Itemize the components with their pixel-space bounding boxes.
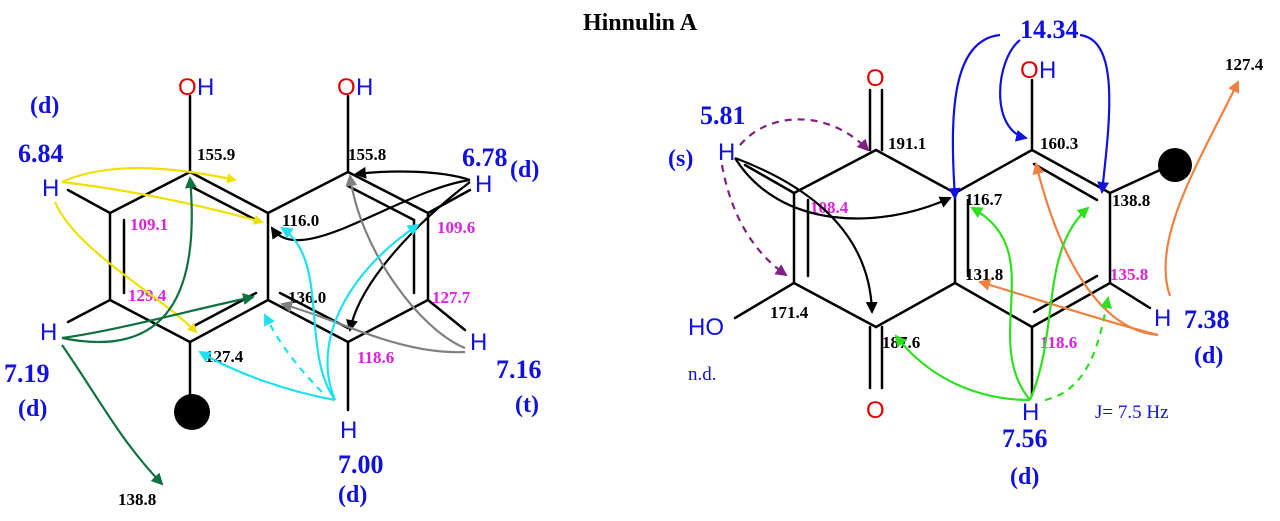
right-c13-108-4: 108.4 [810,198,849,217]
hmbc-arrow-581-to-187-6 [734,156,878,314]
hmbc-arrow-700-to-127-4 [198,350,336,402]
left-c13-118-6: 118.6 [357,348,394,367]
left-c13-136-0: 136.0 [288,288,326,307]
hmbc-arrow-719-to-136-0 [61,293,255,340]
hmbc-arrow-700-to-136-0-dashed [264,313,323,393]
left-oh1-hydrogen: H [197,74,214,101]
hmbc-arrow-1434-to-138-8 [1079,33,1111,194]
left-shift-719: 7.19 [4,359,50,388]
left-c13-127-4: 127.4 [205,347,244,366]
left-oh1-oxygen: O [178,74,197,101]
right-ho: HO [688,314,724,341]
left-shift-716: 7.16 [496,355,542,384]
hmbc-arrow-756-to-135-8-dashed [1044,296,1113,402]
hmbc-arrow-684-to-155-9 [61,167,237,184]
right-not-detected-note: n.d. [688,364,717,385]
right-h-738: H [1154,305,1171,332]
left-h-shifts: (d) 6.84 6.78 (d) 7.19 (d) 7.16 (t) 7.00… [4,93,542,508]
left-structure: O H O H H H H H H 155.9 155.8 116.0 136.… [4,74,542,509]
right-coupling-constant: J= 7.5 Hz [1095,402,1169,423]
right-c13-131-8: 131.8 [965,265,1003,284]
right-h-581: H [718,139,735,166]
hmbc-arrow-581-to-171-4 [720,164,788,277]
left-mult-700: (d) [338,482,367,508]
hmbc-arrow-700-to-116-0 [280,226,336,401]
right-c13-191-1: 191.1 [888,134,926,153]
left-h-678: H [475,171,492,198]
hmbc-arrow-756-to-138-8 [1028,206,1090,401]
right-c13-116-7: 116.7 [965,190,1003,209]
right-oh-hydrogen: H [1039,57,1056,84]
left-oh2-oxygen: O [337,74,356,101]
right-mult-756: (d) [1010,464,1039,490]
figure-title: Hinnulin A [583,10,698,36]
left-oh2-hydrogen: H [356,74,373,101]
hmbc-arrow-719-to-155-9 [61,176,197,344]
left-h-719: H [40,319,57,346]
hmbc-arrow-581-to-191-1 [739,118,870,152]
right-c13-118-6: 118.6 [1040,333,1077,352]
right-shift-581: 5.81 [700,101,746,130]
hmbc-arrow-700-to-109-6 [326,223,420,401]
right-c13-138-8: 138.8 [1112,191,1150,210]
right-h-756: H [1022,399,1039,426]
left-h-700: H [340,417,357,444]
hmbc-arrow-678-to-155-8 [354,166,471,182]
left-c13-138-8: 138.8 [118,490,156,509]
hmbc-arrow-716-to-155-8 [345,174,466,350]
right-shift-756: 7.56 [1002,424,1048,453]
hmbc-arrow-738-to-127-4 [1164,80,1240,297]
right-o1: O [866,65,885,92]
left-c13-155-8: 155.8 [348,145,386,164]
right-bonds [733,78,1192,397]
hmbc-arrow-719-to-138-8 [61,344,164,486]
methyl-dot [174,394,210,430]
hmbc-arrow-738-to-131-8 [978,279,1159,337]
hmbc-arrow-738-to-160-3 [1032,162,1159,337]
right-shift-1434: 14.34 [1020,15,1079,44]
hmbc-arrow-684-to-116-0 [61,180,264,225]
right-h-shifts: 5.81 (s) 14.34 7.38 (d) 7.56 (d) n.d. J=… [668,15,1230,490]
right-hmbc-arrows [720,33,1240,402]
left-shift-678: 6.78 [462,143,508,172]
left-c13-109-1: 109.1 [130,215,168,234]
left-mult-719: (d) [18,396,47,422]
left-h-716: H [470,329,487,356]
hmbc-arrow-756-to-187-6 [894,334,1031,402]
left-atom-labels: O H O H H H H H H [40,74,492,444]
right-methyl-dot [1158,148,1192,182]
right-shift-738: 7.38 [1184,305,1230,334]
left-c13-127-7: 127.7 [432,288,471,307]
right-atom-labels: O O O H HO H H H [688,57,1171,426]
left-shift-684: 6.84 [18,139,64,168]
hmbc-arrow-1434-to-116-7 [948,33,1001,200]
right-c13-171-4: 171.4 [770,303,809,322]
hmbc-arrow-1434-to-160-3 [999,39,1028,142]
left-c13-155-9: 155.9 [197,145,235,164]
hmbc-arrow-678-to-118-6 [346,181,471,332]
right-c13-127-4: 127.4 [1225,55,1264,74]
left-mult-716: (t) [515,392,539,418]
left-mult-684: (d) [30,93,59,119]
right-mult-581: (s) [668,146,693,172]
left-mult-678: (d) [510,157,539,183]
left-shift-700: 7.00 [338,450,384,479]
hmbc-arrow-684-to-127-4 [53,201,198,334]
left-hmbc-arrows [53,166,471,486]
left-c13-116-0: 116.0 [282,211,319,230]
left-bonds [66,94,472,430]
right-oh-oxygen: O [1020,57,1039,84]
left-c13-109-6: 109.6 [437,218,475,237]
right-c13-135-8: 135.8 [1110,265,1148,284]
right-c13-shifts: 191.1 160.3 116.7 138.8 131.8 171.4 187.… [770,55,1264,352]
hmbc-arrow-716-to-136-0 [280,300,466,354]
right-structure: O O O H HO H H H 191.1 160.3 116.7 138.8… [668,15,1264,490]
left-h-684: H [42,175,59,202]
right-o4: O [866,397,885,424]
hmbc-arrow-756-to-116-7 [970,207,1031,401]
right-mult-738: (d) [1194,343,1223,369]
right-c13-160-3: 160.3 [1040,134,1078,153]
